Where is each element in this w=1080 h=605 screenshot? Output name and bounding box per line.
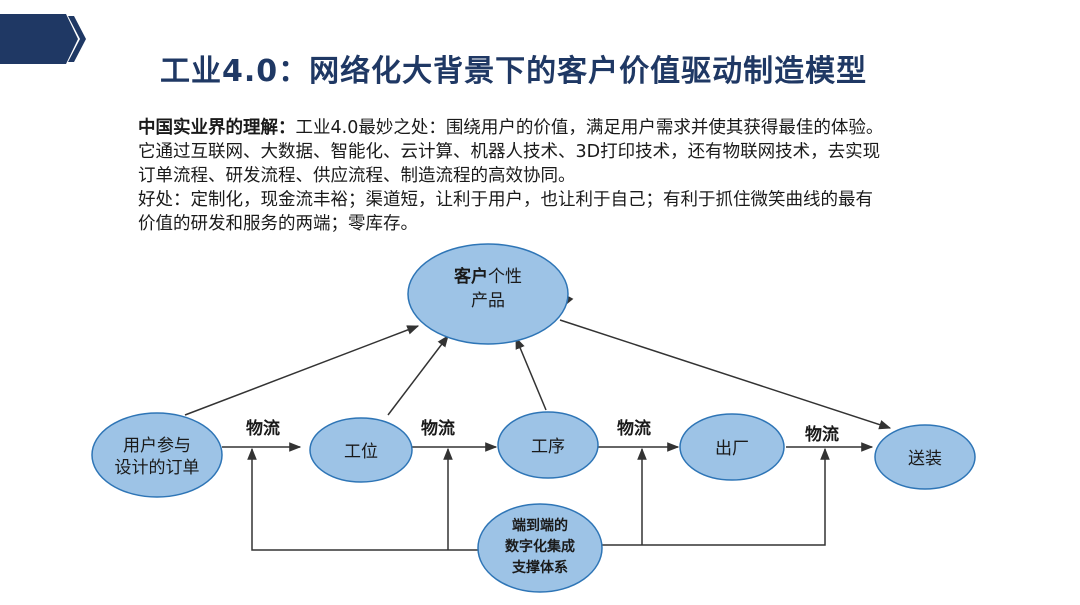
- support-line-left: [247, 447, 478, 551]
- product-line-1: 客户个性: [453, 266, 522, 287]
- node-process: [497, 411, 599, 479]
- flow-label-3: 物流: [617, 418, 651, 439]
- order-line-1: 用户参与: [123, 436, 191, 456]
- flow-label-2: 物流: [421, 418, 455, 439]
- delivery-label: 送装: [908, 449, 942, 469]
- node-exit: [679, 413, 785, 481]
- node-station: [309, 417, 413, 483]
- description-line-3: 订单流程、研发流程、供应流程、制造流程的高效协同。: [138, 166, 576, 186]
- support-line-right: [602, 447, 830, 546]
- product-line-2: 产品: [471, 291, 505, 311]
- arrow-product-to-delivery: [559, 319, 892, 430]
- arrow-process-to-product: [515, 336, 547, 411]
- page-title: 工业4.0：网络化大背景下的客户价值驱动制造模型: [160, 54, 868, 89]
- description-line-1: 中国实业界的理解：工业4.0最妙之处：围绕用户的价值，满足用户需求并使其获得最佳…: [138, 116, 1018, 140]
- node-custom-product: [407, 243, 569, 345]
- support-line-1: 端到端的: [512, 517, 568, 534]
- station-label: 工位: [344, 442, 378, 462]
- arrow-order-to-product: [184, 325, 420, 416]
- node-delivery: [874, 424, 976, 490]
- exit-label: 出厂: [715, 439, 749, 459]
- description-line-5: 价值的研发和服务的两端；零库存。: [138, 214, 418, 234]
- order-line-2: 设计的订单: [115, 458, 200, 478]
- support-line-3: 支撑体系: [511, 559, 568, 576]
- description-line-4: 好处：定制化，现金流丰裕；渠道短，让利于用户，也让利于自己；有利于抓住微笑曲线的…: [138, 190, 873, 210]
- process-label: 工序: [531, 437, 565, 457]
- description-text: 中国实业界的理解：工业4.0最妙之处：围绕用户的价值，满足用户需求并使其获得最佳…: [138, 116, 1018, 236]
- line-1: 工业4.0最妙之处：围绕用户的价值，满足用户需求并使其获得最佳的体验。: [295, 118, 884, 138]
- node-support-system: [477, 503, 603, 593]
- flow-label-1: 物流: [246, 418, 280, 439]
- lead-label: 中国实业界的理解：: [138, 118, 296, 138]
- connectors: [184, 263, 892, 551]
- description-line-2: 它通过互联网、大数据、智能化、云计算、机器人技术、3D打印技术，还有物联网技术，…: [138, 142, 881, 162]
- corner-tab-decoration: [0, 14, 86, 64]
- node-user-order: [91, 412, 223, 498]
- support-line-2: 数字化集成: [505, 538, 575, 555]
- flow-label-4: 物流: [805, 424, 839, 445]
- arrow-station-to-product: [387, 335, 449, 416]
